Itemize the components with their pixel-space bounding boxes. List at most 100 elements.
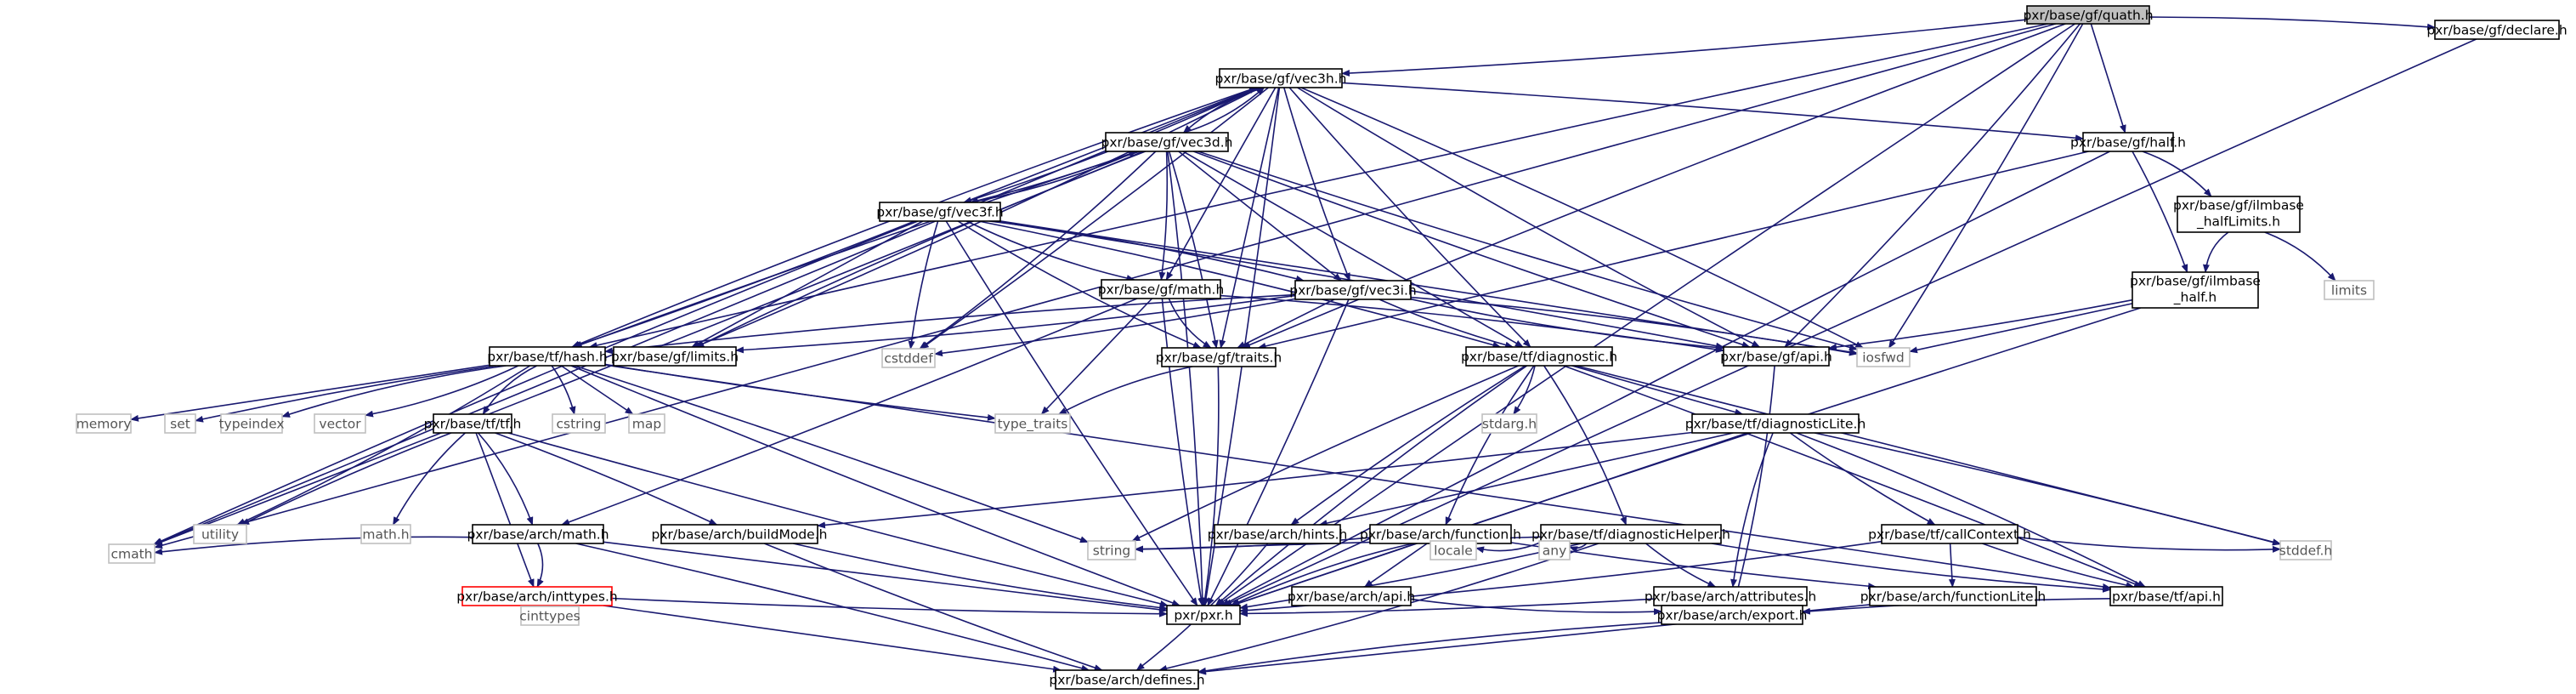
node-label: iosfwd: [1862, 350, 1905, 366]
node-box: [1087, 540, 1136, 560]
edge-ilmhalf-to-pxr: [1231, 307, 2142, 606]
node-ilmlimits[interactable]: pxr/base/gf/ilmbase_halfLimits.h: [2173, 196, 2304, 233]
node-attributes[interactable]: pxr/base/arch/attributes.h: [1645, 586, 1816, 606]
edge-diaghelper-to-defines: [1158, 543, 1599, 672]
edge-vec3i-to-traits: [1237, 299, 1335, 349]
node-layer: pxr/base/gf/quath.h pxr/base/gf/vec3h.h px…: [76, 5, 2568, 690]
node-label: cinttypes: [519, 609, 580, 624]
node-box: [1166, 605, 1241, 625]
node-label: _halfLimits.h: [2196, 214, 2280, 230]
node-defines[interactable]: pxr/base/arch/defines.h: [1049, 669, 1205, 690]
edge-tfhash-to-map: [560, 365, 634, 415]
node-archapi[interactable]: pxr/base/arch/api.h: [1288, 586, 1415, 606]
node-label: pxr/base/gf/math.h: [1098, 282, 1225, 298]
node-hints[interactable]: pxr/base/arch/hints.h: [1208, 524, 1348, 544]
node-label: pxr/base/tf/diagnosticHelper.h: [1531, 527, 1730, 543]
node-label: pxr/base/gf/half.h: [2070, 135, 2186, 151]
node-gfapi[interactable]: pxr/base/gf/api.h: [1720, 346, 1832, 367]
node-utility: utility: [193, 524, 247, 544]
node-label: cstring: [556, 417, 601, 432]
node-diaglite[interactable]: pxr/base/tf/diagnosticLite.h: [1685, 413, 1866, 434]
edge-declare-to-pxr: [1223, 38, 2477, 606]
node-callcontext[interactable]: pxr/base/tf/callContext.h: [1868, 524, 2031, 544]
node-gflimits[interactable]: pxr/base/gf/limits.h: [611, 346, 739, 367]
edge-inttypes-to-defines: [603, 605, 1062, 673]
node-archexport[interactable]: pxr/base/arch/export.h: [1657, 605, 1808, 625]
edge-quath-to-declare: [2149, 16, 2436, 31]
node-label: cstddef: [884, 351, 933, 367]
edge-vec3h-to-vec3i: [1283, 87, 1350, 282]
edge-tfhash-to-memory: [130, 364, 490, 422]
node-box: [1219, 68, 1343, 88]
node-diaghelper[interactable]: pxr/base/tf/diagnosticHelper.h: [1531, 524, 1730, 544]
node-declare[interactable]: pxr/base/gf/declare.h: [2426, 20, 2568, 40]
node-label: pxr/base/gf/api.h: [1720, 350, 1832, 365]
node-tfapi[interactable]: pxr/base/tf/api.h: [2109, 586, 2223, 606]
node-box: [879, 202, 1001, 222]
edge-vec3d-to-vec3h: [1183, 87, 1265, 134]
node-box: [1214, 524, 1341, 544]
node-functionlite[interactable]: pxr/base/arch/functionLite.h: [1860, 586, 2047, 606]
node-tftf[interactable]: pxr/base/tf/tf.h: [424, 413, 522, 434]
node-pxr[interactable]: pxr/pxr.h: [1166, 605, 1241, 625]
node-label: pxr/base/arch/hints.h: [1208, 527, 1348, 543]
node-traits[interactable]: pxr/base/gf/traits.h: [1156, 347, 1282, 367]
node-archmath[interactable]: pxr/base/arch/math.h: [467, 524, 609, 544]
node-stdarg: stdarg.h: [1481, 413, 1537, 434]
edge-gfmath-to-gfapi: [1220, 294, 1724, 353]
node-label: map: [632, 417, 661, 432]
node-half[interactable]: pxr/base/gf/half.h: [2070, 132, 2186, 152]
edge-diaglite-to-buildmode: [817, 431, 1693, 529]
node-box: [1105, 132, 1229, 152]
node-label: locale: [1434, 543, 1473, 559]
edge-tfhash-to-typeindex: [281, 365, 507, 418]
edge-quath-to-gfapi: [1784, 23, 2081, 348]
edge-tftf-to-inttypes: [475, 432, 535, 588]
node-box: [1869, 586, 2037, 606]
node-inttypes[interactable]: pxr/base/arch/inttypes.h: [456, 586, 618, 606]
node-box: [1430, 540, 1477, 560]
node-vec3h[interactable]: pxr/base/gf/vec3h.h: [1215, 68, 1347, 88]
node-diagnostic[interactable]: pxr/base/tf/diagnostic.h: [1461, 346, 1617, 367]
edge-diagnostic-to-hints: [1290, 365, 1526, 526]
node-box: [660, 524, 818, 544]
node-ilmhalf[interactable]: pxr/base/gf/ilmbase_half.h: [2130, 271, 2261, 309]
edge-inttypes-to-pxr: [611, 597, 1168, 617]
edge-vec3f-to-diagnostic: [978, 220, 1502, 349]
edge-vec3i-to-tfhash: [604, 293, 1296, 355]
node-tfhash[interactable]: pxr/base/tf/hash.h: [487, 346, 608, 367]
node-vec3d[interactable]: pxr/base/gf/vec3d.h: [1101, 132, 1233, 152]
node-box: [489, 346, 606, 367]
edge-layer: [130, 16, 2477, 675]
edge-tftf-to-archmath: [477, 432, 534, 526]
node-box: [2434, 20, 2560, 40]
node-vec3i[interactable]: pxr/base/gf/vec3i.h: [1289, 280, 1417, 300]
node-vec3f[interactable]: pxr/base/gf/vec3f.h: [876, 202, 1004, 222]
node-label: pxr/base/tf/diagnostic.h: [1461, 350, 1617, 365]
node-label: pxr/base/arch/export.h: [1657, 608, 1808, 623]
edge-vec3d-to-gfmath: [1158, 151, 1169, 281]
edge-vec3h-to-traits: [1219, 87, 1280, 349]
node-label: cmath: [110, 547, 152, 562]
node-box: [1538, 540, 1571, 560]
node-box: [1723, 346, 1830, 367]
node-label: pxr/base/gf/vec3d.h: [1101, 135, 1233, 151]
node-box: [1101, 279, 1221, 299]
node-quath[interactable]: pxr/base/gf/quath.h: [2023, 5, 2154, 25]
node-label: pxr/base/tf/hash.h: [487, 350, 608, 365]
node-buildmode[interactable]: pxr/base/arch/buildMode.h: [652, 524, 828, 544]
edge-vec3f-to-cmath: [153, 220, 919, 545]
node-label: pxr/base/arch/defines.h: [1049, 673, 1204, 688]
edge-tfhash-to-cstring: [551, 365, 576, 415]
edge-tfhash-to-string: [574, 365, 1089, 543]
edge-vec3h-to-gfmath: [1165, 87, 1277, 281]
node-gfmath[interactable]: pxr/base/gf/math.h: [1098, 279, 1225, 299]
node-box: [433, 413, 512, 434]
edge-archfunction-to-archapi: [1363, 543, 1428, 588]
edge-traits-to-type_traits: [1058, 366, 1193, 415]
node-box: [108, 543, 156, 564]
node-box: [2324, 280, 2375, 300]
edge-vec3d-to-gfapi: [1193, 151, 1751, 348]
node-box: [2132, 271, 2259, 309]
node-box: [1291, 586, 1412, 606]
